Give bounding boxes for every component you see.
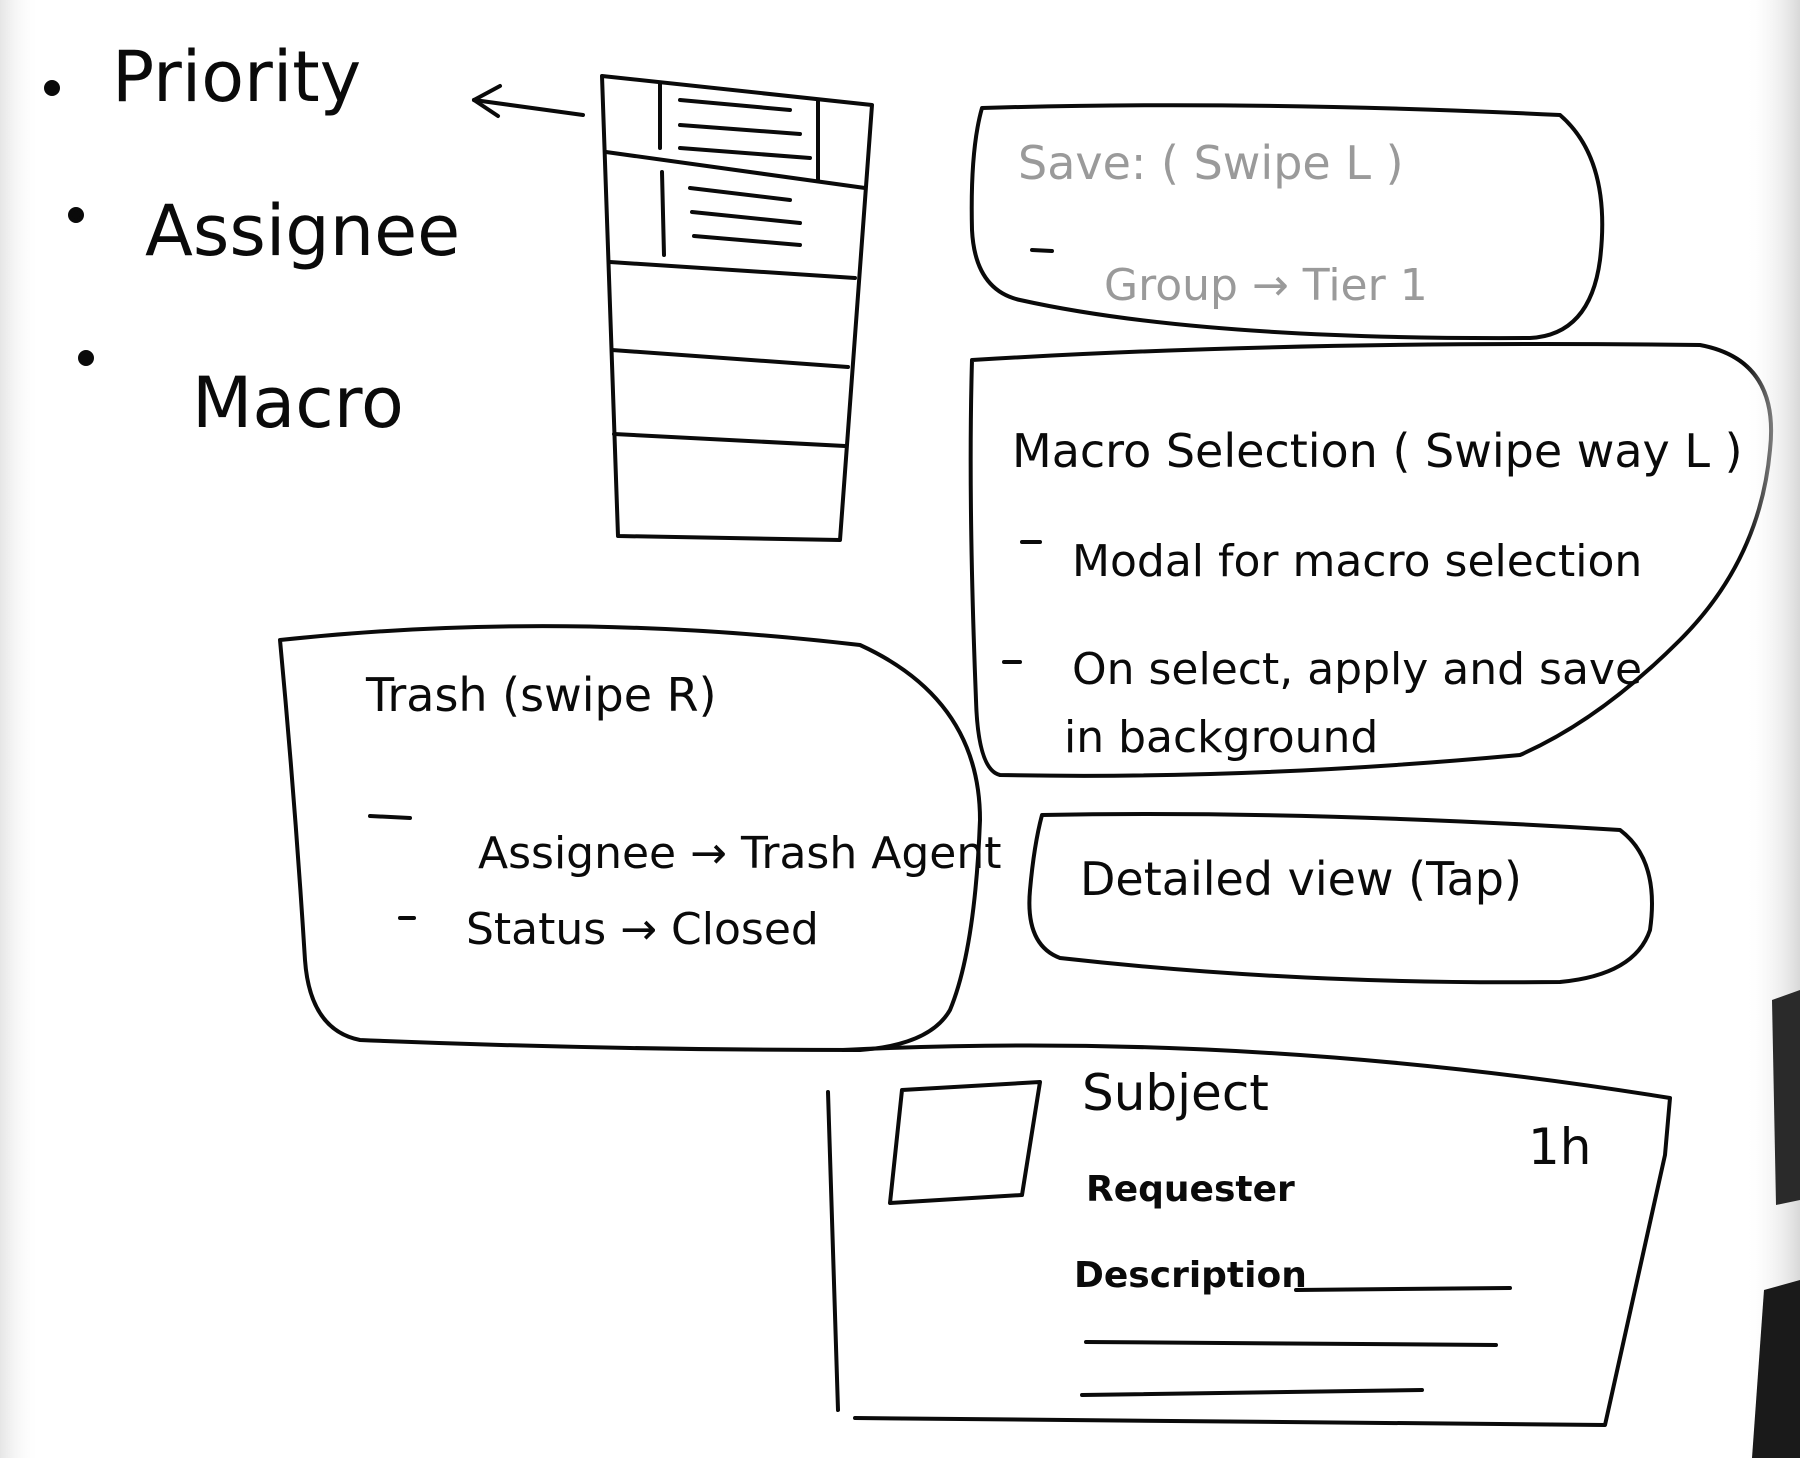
macro-note-outline xyxy=(968,342,1774,778)
macro-note-title: Macro Selection ( Swipe way L ) xyxy=(1012,424,1743,478)
bullet-assignee: Assignee xyxy=(145,190,461,272)
bullet-dot-3 xyxy=(78,350,94,366)
detail-subject: Subject xyxy=(1082,1064,1269,1122)
detail-view-sketch xyxy=(826,1043,1672,1427)
macro-note-line-3: in background xyxy=(1064,712,1379,763)
bullet-macro: Macro xyxy=(192,362,404,444)
trash-note-title: Trash (swipe R) xyxy=(366,668,717,722)
trash-note-line-2: Status → Closed xyxy=(466,904,819,955)
macro-note-line-2: On select, apply and save xyxy=(1072,644,1643,695)
detail-note-title: Detailed view (Tap) xyxy=(1080,852,1522,906)
save-note-outline xyxy=(969,103,1605,341)
detail-requester: Requester xyxy=(1086,1169,1295,1210)
detail-description: Description xyxy=(1074,1255,1307,1296)
arrow-to-bullets xyxy=(472,84,585,118)
trash-note-line-1: Assignee → Trash Agent xyxy=(478,828,1002,879)
bullet-dot-1 xyxy=(44,80,60,96)
ticket-list-sketch xyxy=(600,74,874,542)
detail-note-outline xyxy=(1027,812,1654,985)
bullet-priority: Priority xyxy=(112,36,362,118)
detail-time: 1h xyxy=(1528,1118,1592,1176)
bullet-dot-2 xyxy=(68,207,84,223)
save-note-title: Save: ( Swipe L ) xyxy=(1018,136,1404,190)
macro-note-line-1: Modal for macro selection xyxy=(1072,536,1643,587)
save-note-line-1: Group → Tier 1 xyxy=(1104,260,1428,311)
trash-note-outline xyxy=(278,624,982,1052)
